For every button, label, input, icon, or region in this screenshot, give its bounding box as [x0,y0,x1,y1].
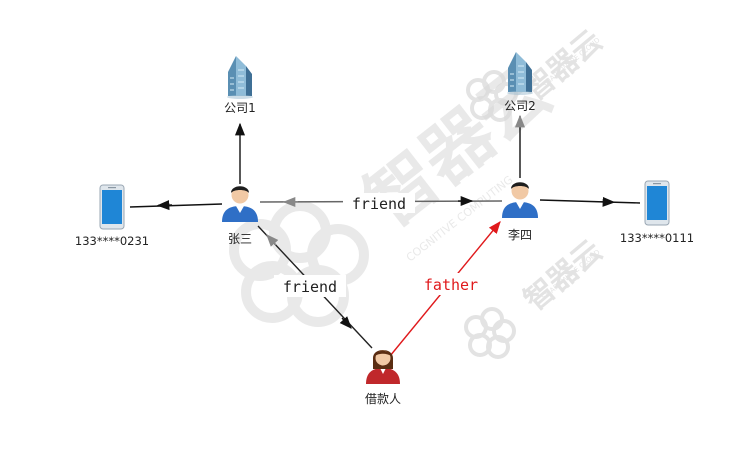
phone-icon [644,180,670,226]
building-icon [507,52,533,95]
node-label-company1: 公司1 [224,101,256,115]
node-lisi[interactable]: 李四 [502,182,538,242]
edge-zhangsan-phone1[interactable] [129,203,223,208]
node-company2[interactable]: 公司2 [504,52,536,113]
phone-icon [99,184,125,230]
node-label-phone1: 133****0231 [75,234,149,248]
building-icon [227,56,253,99]
node-company1[interactable]: 公司1 [224,56,256,115]
node-label-lisi: 李四 [508,227,532,242]
edge-label-father: father [424,276,478,294]
edge-label-friend-left: friend [283,278,337,296]
watermark-logo-bottom: 智器云 SMART WARE CLOUD [464,233,609,359]
person-icon [502,182,538,218]
node-label-company2: 公司2 [504,99,536,113]
node-label-phone2: 133****0111 [620,231,694,245]
edge-lisi-phone2[interactable] [539,199,641,204]
person-female-icon [366,350,400,384]
person-icon [222,186,258,222]
node-phone1[interactable]: 133****0231 [75,184,149,248]
node-zhangsan[interactable]: 张三 [222,186,258,246]
node-label-zhangsan: 张三 [228,232,252,246]
watermark-logo-top: 智器云 SMART WARE CLOUD [466,23,609,122]
node-borrower[interactable]: 借款人 [365,350,401,406]
node-phone2[interactable]: 133****0111 [620,180,694,245]
edge-label-friend-top: friend [352,195,406,213]
node-label-borrower: 借款人 [365,392,401,406]
